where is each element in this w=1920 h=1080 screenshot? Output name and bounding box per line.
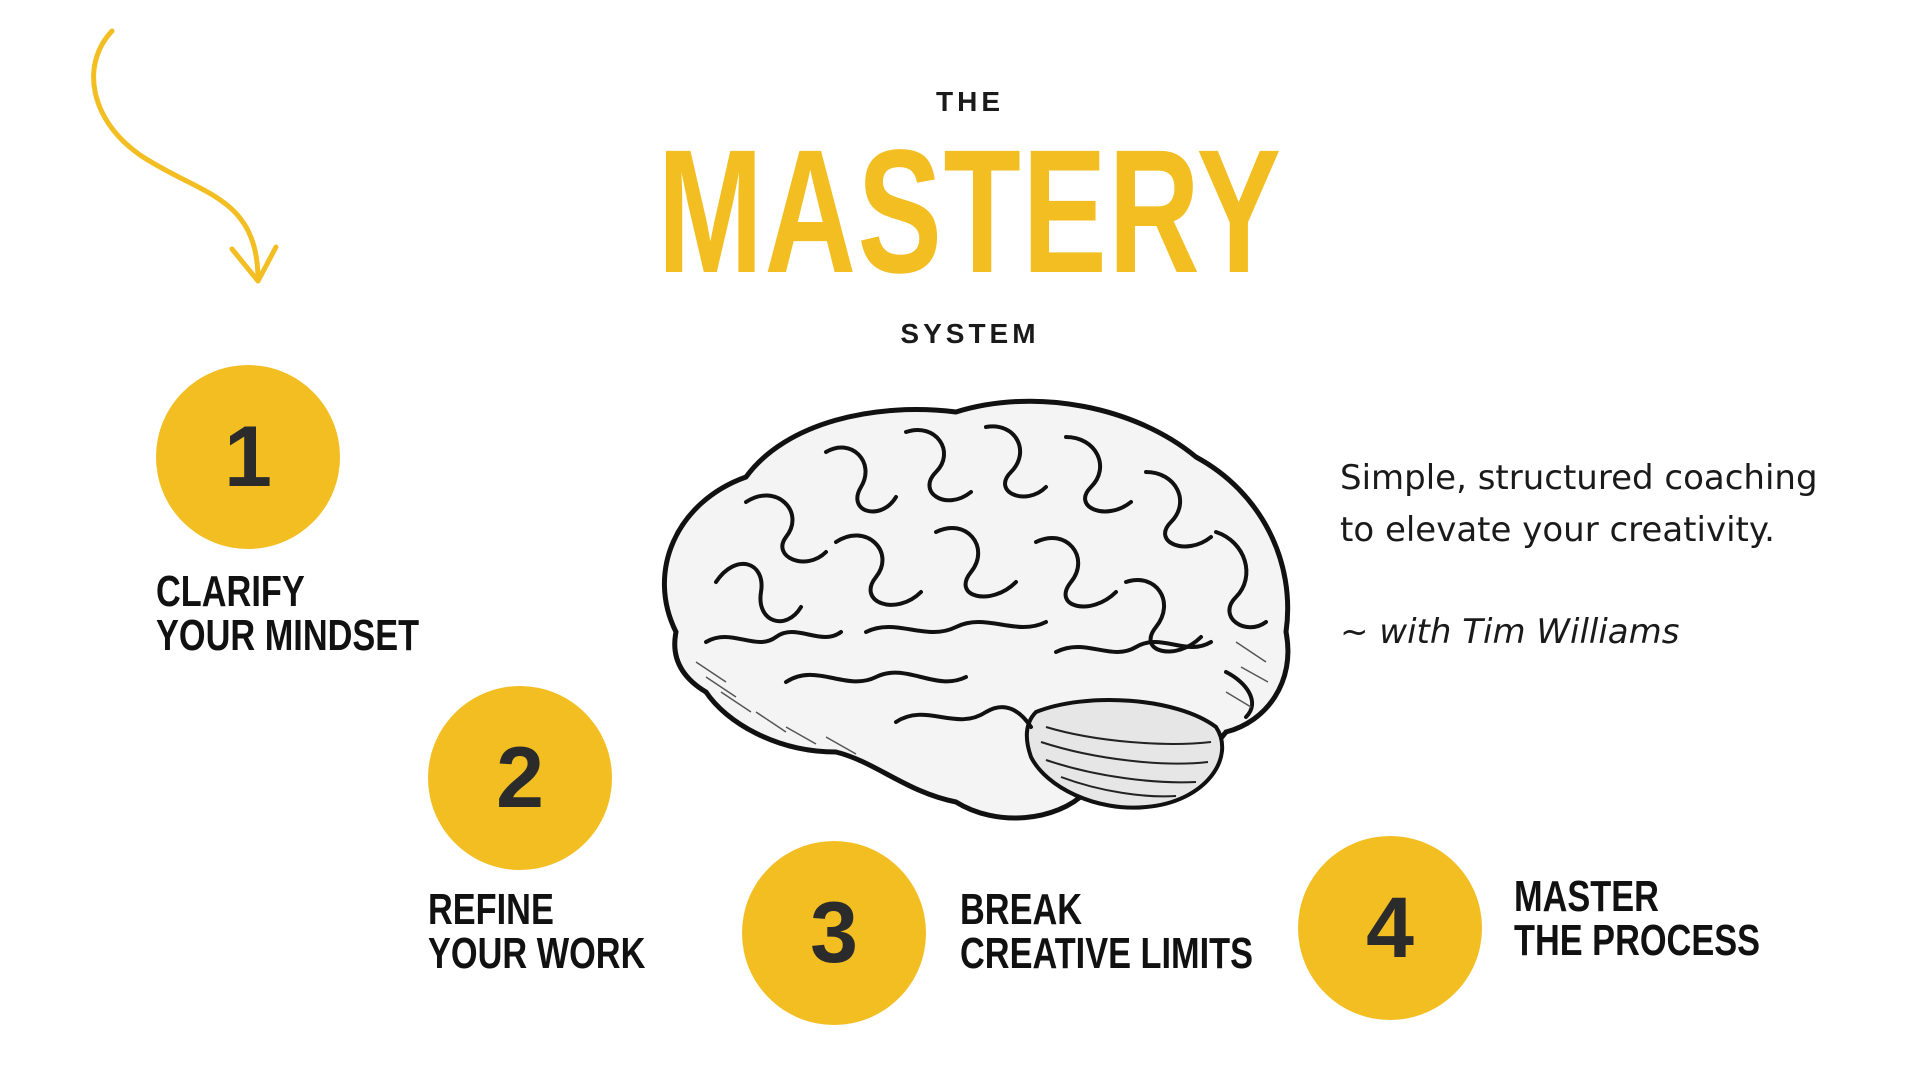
heading-top: THE	[936, 86, 1004, 117]
step-4-line1: MASTER	[1514, 872, 1659, 921]
step-2-line2: YOUR WORK	[428, 929, 646, 978]
step-1-number: 1	[224, 409, 272, 505]
step-4-number: 4	[1366, 880, 1414, 976]
step-2-number: 2	[496, 730, 544, 826]
brain-illustration	[661, 398, 1291, 821]
step-3-circle: 3	[742, 841, 926, 1025]
step-2-line1: REFINE	[428, 885, 554, 934]
heading-bottom: SYSTEM	[900, 318, 1040, 349]
step-1-line2: YOUR MINDSET	[156, 611, 420, 660]
tagline-line1: Simple, structured coaching	[1340, 458, 1818, 498]
tagline-line2: to elevate your creativity.	[1340, 510, 1775, 550]
step-3-line1: BREAK	[960, 885, 1083, 934]
byline: ~ with Tim Williams	[1340, 612, 1680, 652]
step-1-line1: CLARIFY	[156, 567, 305, 616]
step-2-label: REFINE YOUR WORK	[428, 888, 645, 976]
step-3-label: BREAK CREATIVE LIMITS	[960, 888, 1253, 976]
step-4-label: MASTER THE PROCESS	[1514, 875, 1760, 963]
step-4-circle: 4	[1298, 836, 1482, 1020]
step-1-label: CLARIFY YOUR MINDSET	[156, 570, 419, 658]
step-4-line2: THE PROCESS	[1514, 916, 1761, 965]
step-3-line2: CREATIVE LIMITS	[960, 929, 1253, 978]
step-1-circle: 1	[156, 365, 340, 549]
tagline: Simple, structured coaching to elevate y…	[1340, 452, 1818, 556]
step-2-circle: 2	[428, 686, 612, 870]
heading-main: MASTERY	[657, 114, 1283, 310]
step-3-number: 3	[810, 885, 858, 981]
curved-arrow-icon	[91, 28, 279, 284]
